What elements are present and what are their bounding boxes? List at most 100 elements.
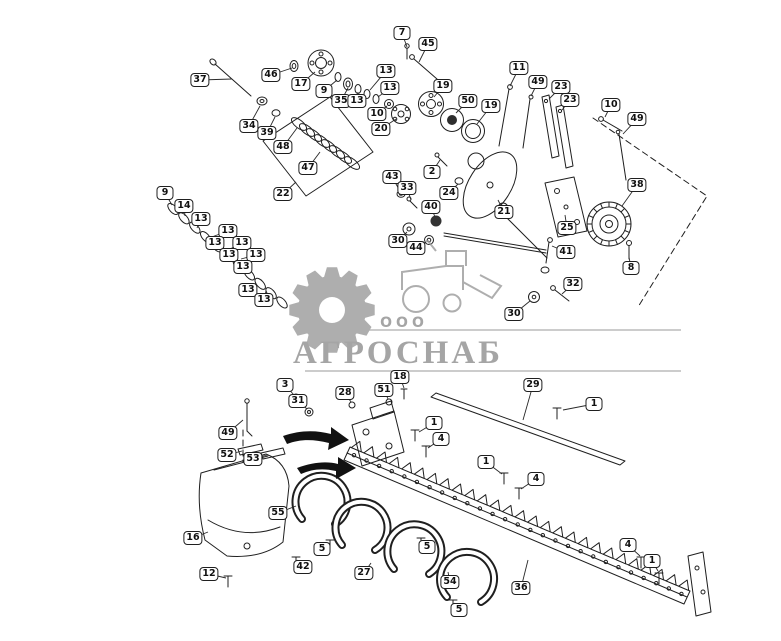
rivet — [666, 586, 671, 591]
leader-line — [562, 403, 595, 411]
rivet — [502, 517, 508, 522]
leader-line — [383, 389, 389, 400]
leader-line — [376, 105, 388, 115]
mount-plate-part — [434, 151, 588, 238]
leader-line — [266, 116, 276, 134]
leader-line — [307, 151, 321, 169]
rivet — [578, 549, 583, 554]
washer-parts — [256, 96, 281, 117]
leader-line — [427, 438, 442, 449]
rivet — [490, 511, 495, 517]
rivet — [439, 490, 445, 495]
cutterbar-assembly — [237, 388, 712, 617]
cupped-washer — [221, 249, 234, 262]
leader-line — [323, 79, 338, 92]
knife-sections — [350, 440, 690, 597]
leader-line — [622, 118, 638, 135]
leader-line — [509, 67, 520, 87]
rivet — [528, 527, 533, 533]
harvester-icon — [401, 239, 503, 313]
leader-line — [453, 602, 460, 611]
cupped-washer — [232, 259, 245, 272]
rivet — [364, 458, 369, 463]
leader-line — [248, 105, 261, 127]
pulley-rib — [588, 215, 594, 218]
leader-line — [418, 422, 435, 433]
knife-tooth — [376, 451, 387, 463]
knife-tooth — [464, 488, 476, 501]
small-hardware-parts — [396, 190, 570, 303]
pulley-rib — [592, 207, 598, 213]
knife-tooth — [439, 478, 450, 490]
leader-line — [399, 376, 405, 389]
rivet — [679, 591, 684, 597]
leader-line — [448, 183, 459, 194]
cupped-washer — [178, 212, 190, 225]
watermark: ООО АГРОСНАБ — [289, 239, 681, 372]
rivet — [389, 469, 394, 474]
pulley-rib — [620, 235, 626, 241]
washer-chain-parts — [167, 202, 288, 309]
knife-tooth — [401, 462, 413, 474]
cupped-washer — [243, 268, 256, 281]
leader-line — [513, 300, 531, 315]
rivet — [351, 453, 357, 458]
cupped-washer — [254, 277, 266, 290]
pulley-rib — [592, 235, 598, 241]
leader-line — [431, 159, 441, 173]
leader-line — [520, 478, 537, 490]
leader-line — [627, 544, 641, 557]
knife-tooth — [615, 552, 627, 565]
rivet — [515, 522, 520, 527]
leader-line — [561, 283, 574, 295]
spring-box-part — [262, 96, 374, 197]
knife-tooth — [514, 510, 526, 522]
leader-line — [321, 542, 330, 550]
knife-tooth — [564, 531, 576, 543]
knife-tooth — [577, 536, 589, 549]
rivet — [376, 463, 382, 469]
rivet — [540, 533, 545, 538]
knife-tooth — [388, 456, 400, 469]
rivet — [641, 575, 646, 581]
leader-line — [421, 540, 428, 548]
leader-line — [418, 43, 429, 63]
leader-line — [296, 559, 304, 568]
leader-line — [208, 230, 229, 239]
exploded-view-art — [167, 43, 712, 617]
knife-tooth — [426, 472, 438, 485]
bolt-37-part — [209, 58, 252, 97]
leader-line — [447, 571, 451, 583]
leader-line — [369, 70, 387, 91]
knife-tooth — [665, 574, 677, 586]
leader-line — [651, 560, 659, 572]
pulley-rib — [620, 207, 626, 213]
knife-tooth — [413, 467, 425, 479]
leader-line — [548, 86, 562, 100]
knife-tooth — [590, 542, 601, 554]
leader-line — [282, 127, 298, 148]
knife-tooth — [627, 558, 639, 570]
leader-line — [363, 562, 372, 574]
leader-line — [522, 384, 534, 421]
rivet — [465, 501, 470, 506]
knife-tooth — [350, 440, 362, 453]
leader-line — [297, 400, 308, 410]
leader-line — [282, 181, 297, 195]
knife-tooth — [539, 520, 551, 533]
leader-line — [196, 218, 202, 229]
knife-tooth — [451, 483, 463, 495]
leader-line — [300, 71, 316, 85]
knife-tooth — [527, 515, 539, 527]
hold-down-clip-parts — [291, 471, 498, 606]
leader-line — [391, 176, 401, 192]
leader-line — [284, 384, 295, 396]
leader-line — [340, 87, 349, 102]
leader-line — [628, 256, 632, 269]
cupped-washer — [265, 287, 277, 300]
leader-line — [401, 32, 408, 48]
disc-parts — [384, 91, 485, 143]
leader-line — [377, 87, 391, 98]
